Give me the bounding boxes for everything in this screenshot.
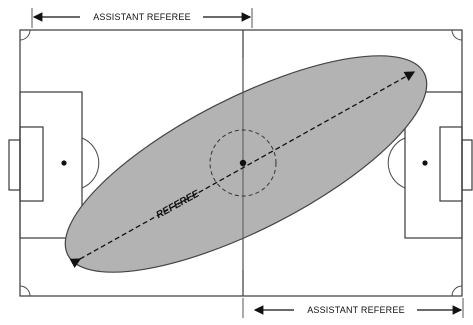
center-spot [239, 159, 247, 167]
goal-area-left [19, 126, 44, 202]
goal-left [8, 139, 21, 191]
assistant-referee-bottom-label: ASSISTANT REFEREE [307, 305, 405, 315]
penalty-area-left [19, 91, 83, 239]
penalty-spot-left [61, 160, 67, 166]
penalty-spot-right [422, 160, 428, 166]
corner-arc-top-left [19, 29, 31, 41]
penalty-arc-right [387, 137, 406, 189]
penalty-arc-left [81, 137, 100, 189]
corner-arc-top-right [451, 29, 463, 41]
corner-arc-bottom-right [451, 285, 463, 297]
assistant-referee-top-label: ASSISTANT REFEREE [93, 12, 191, 22]
corner-arc-bottom-left [19, 285, 31, 297]
goal-area-right [439, 126, 463, 202]
goal-right [461, 139, 473, 191]
